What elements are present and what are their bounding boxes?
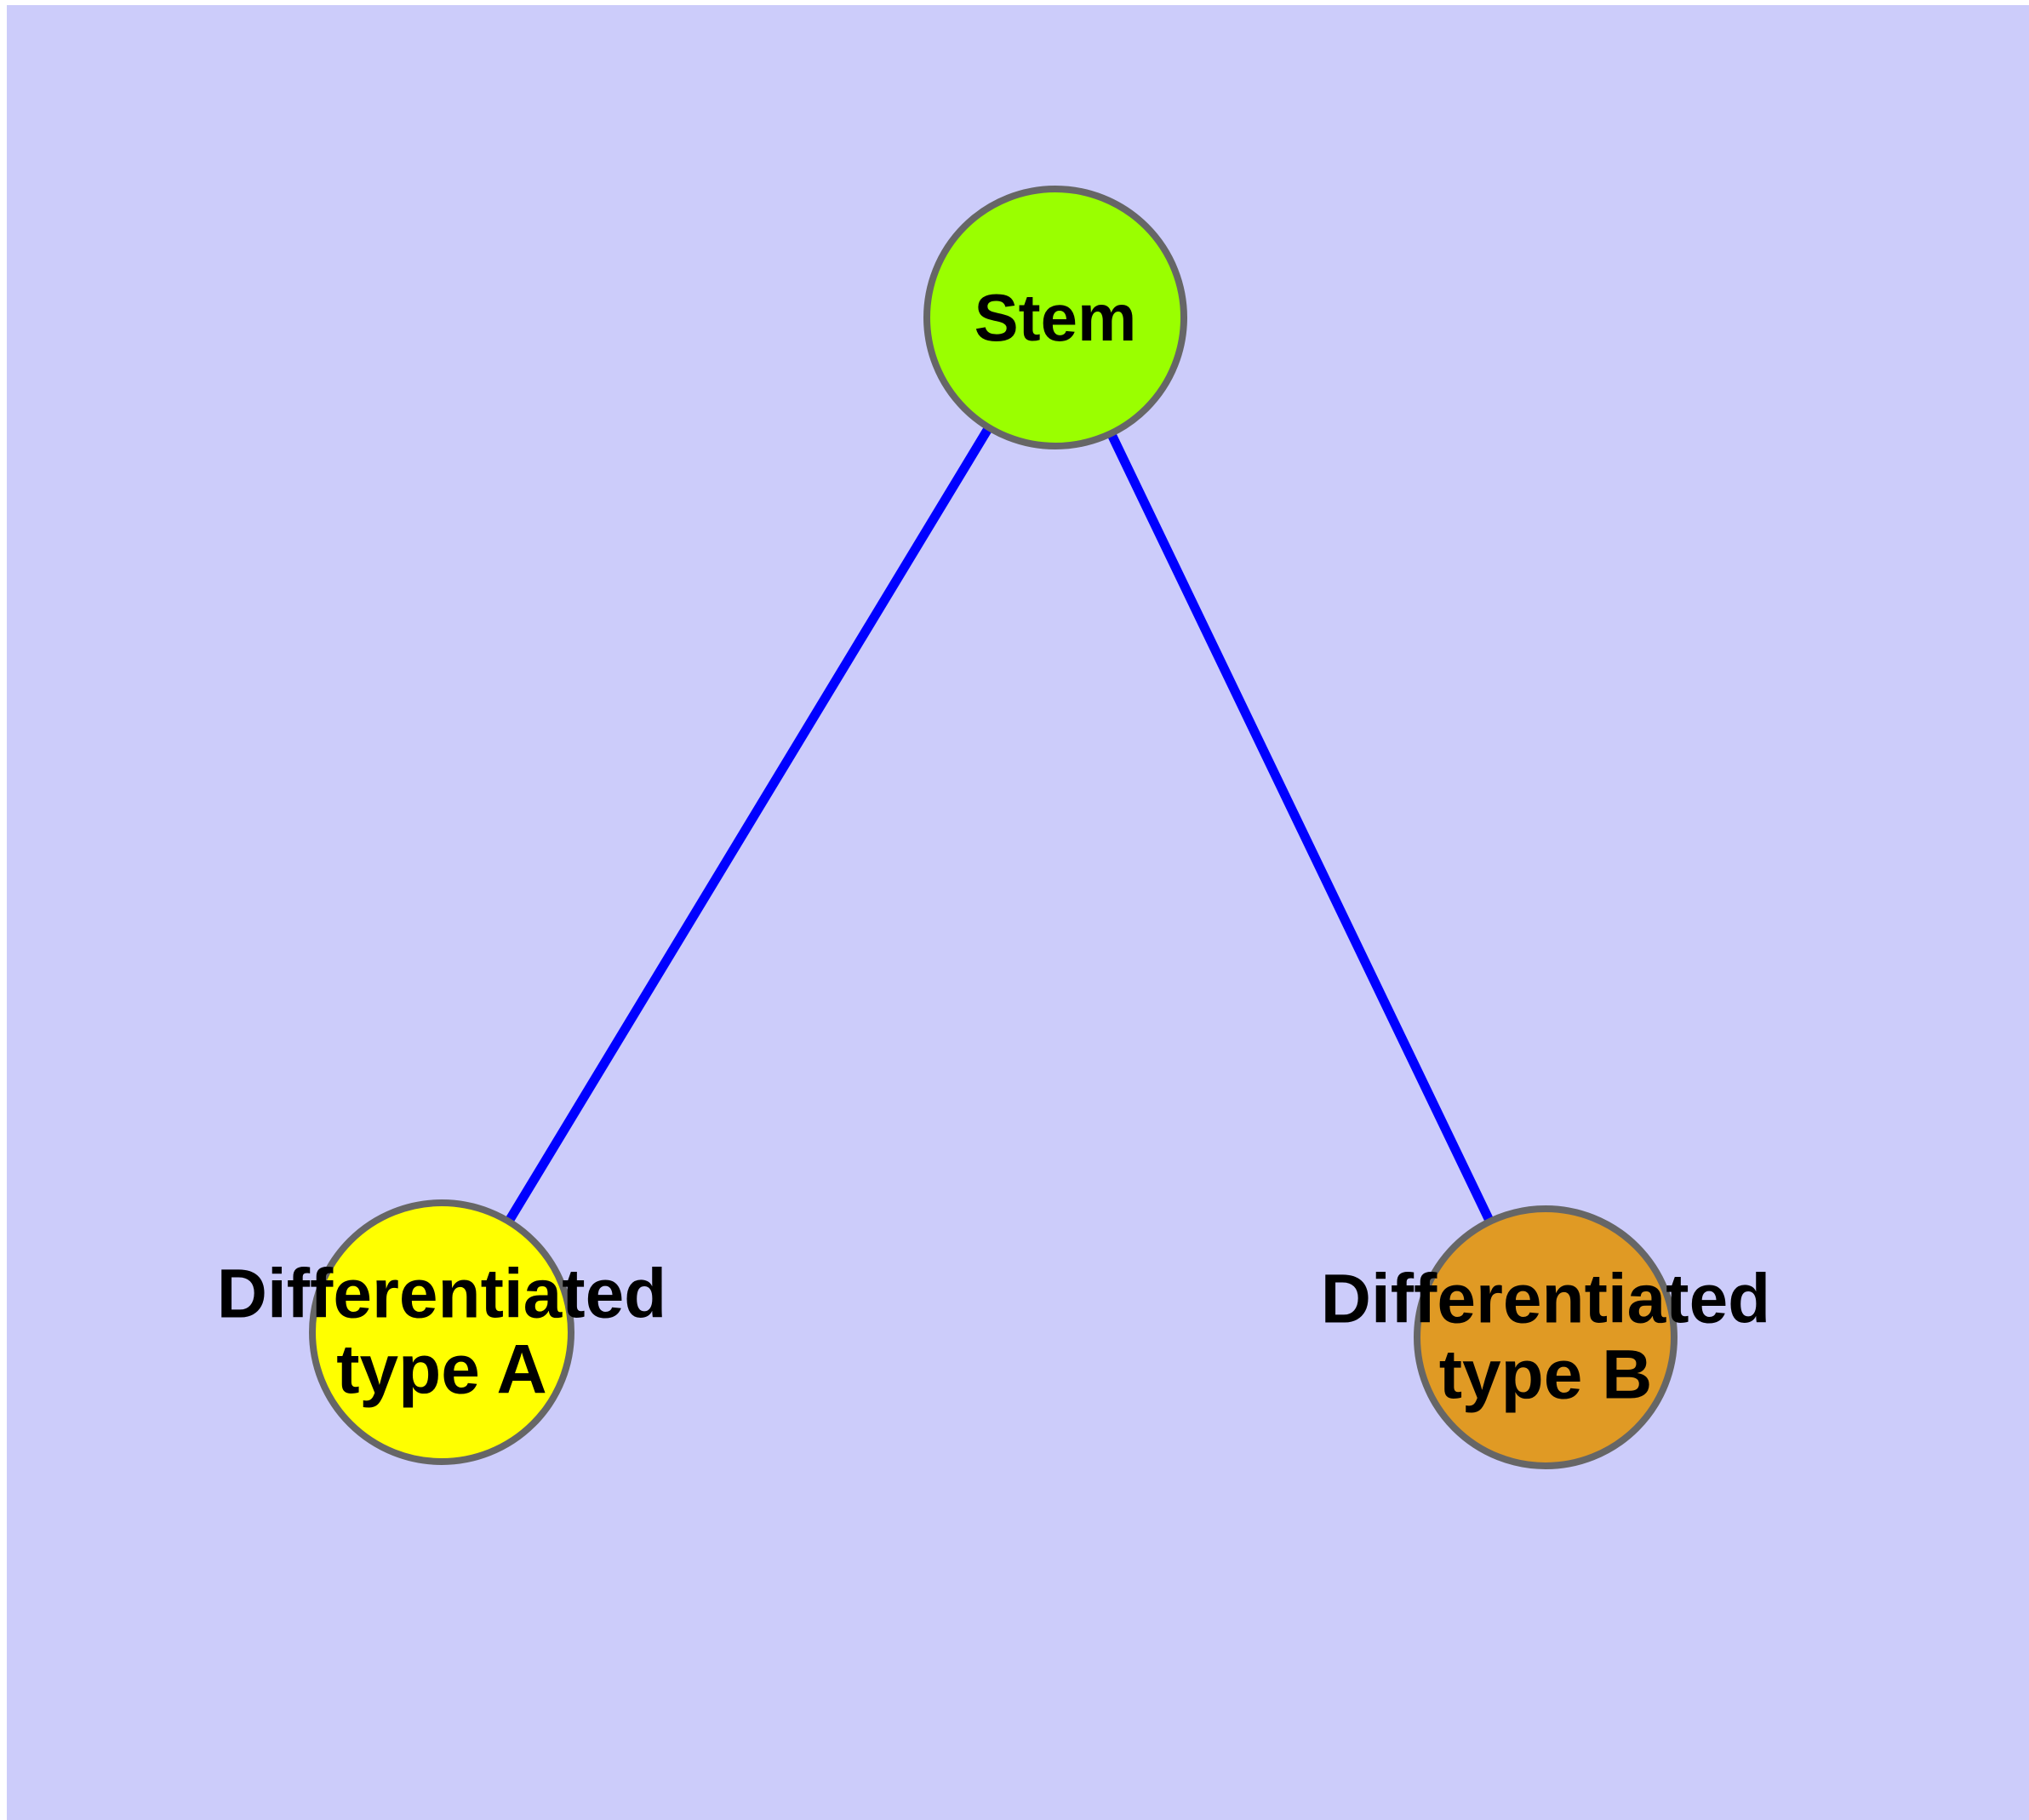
nodes-layer (309, 186, 1677, 1469)
node-stem[interactable] (923, 186, 1187, 449)
edge-stem-diff-b[interactable] (1106, 429, 1495, 1226)
node-diff_a[interactable] (309, 1199, 574, 1465)
edges-layer (503, 423, 1495, 1226)
node-diff_b[interactable] (1414, 1205, 1677, 1469)
edge-stem-diff-a[interactable] (503, 423, 994, 1226)
